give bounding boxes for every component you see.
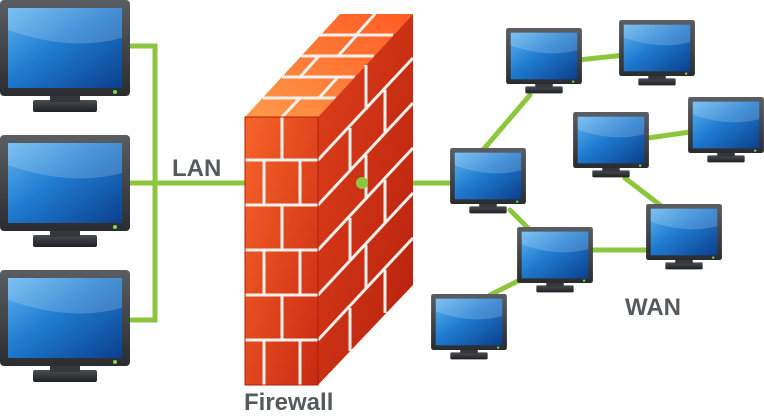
brick-wall-icon (244, 12, 415, 386)
wan-computer-4[interactable] (688, 97, 764, 163)
lan-computer-1[interactable] (0, 0, 130, 112)
wan-link (622, 175, 663, 208)
wan-computer-8[interactable] (431, 294, 507, 360)
wan-computer-3[interactable] (573, 112, 649, 178)
lan-links (125, 43, 248, 323)
wan-computer-1[interactable] (506, 28, 582, 94)
wan-computer-6[interactable] (646, 204, 722, 270)
lan-computer-2[interactable] (0, 135, 130, 247)
wan-link (480, 92, 533, 153)
wan-computer-2[interactable] (619, 20, 695, 86)
wall-side-mortar (316, 56, 415, 351)
wall-front-mortar (245, 117, 318, 385)
wan-computer-5[interactable] (450, 148, 526, 214)
lan-label: LAN (172, 155, 221, 182)
wan-link (575, 52, 628, 63)
wan-link (645, 129, 693, 141)
wan-computers (431, 20, 764, 360)
wan-link (487, 277, 523, 298)
wan-label: WAN (625, 294, 681, 321)
wan-computer-7[interactable] (517, 227, 593, 293)
lan-computers (0, 0, 130, 382)
wall-top-face (245, 14, 413, 117)
wan-link (507, 207, 533, 233)
firewall-label: Firewall (244, 389, 333, 416)
wall-top-mortar (263, 12, 393, 119)
firewall-port-dot (356, 177, 368, 189)
wall-front-edge (244, 116, 319, 386)
lan-computer-3[interactable] (0, 270, 130, 382)
